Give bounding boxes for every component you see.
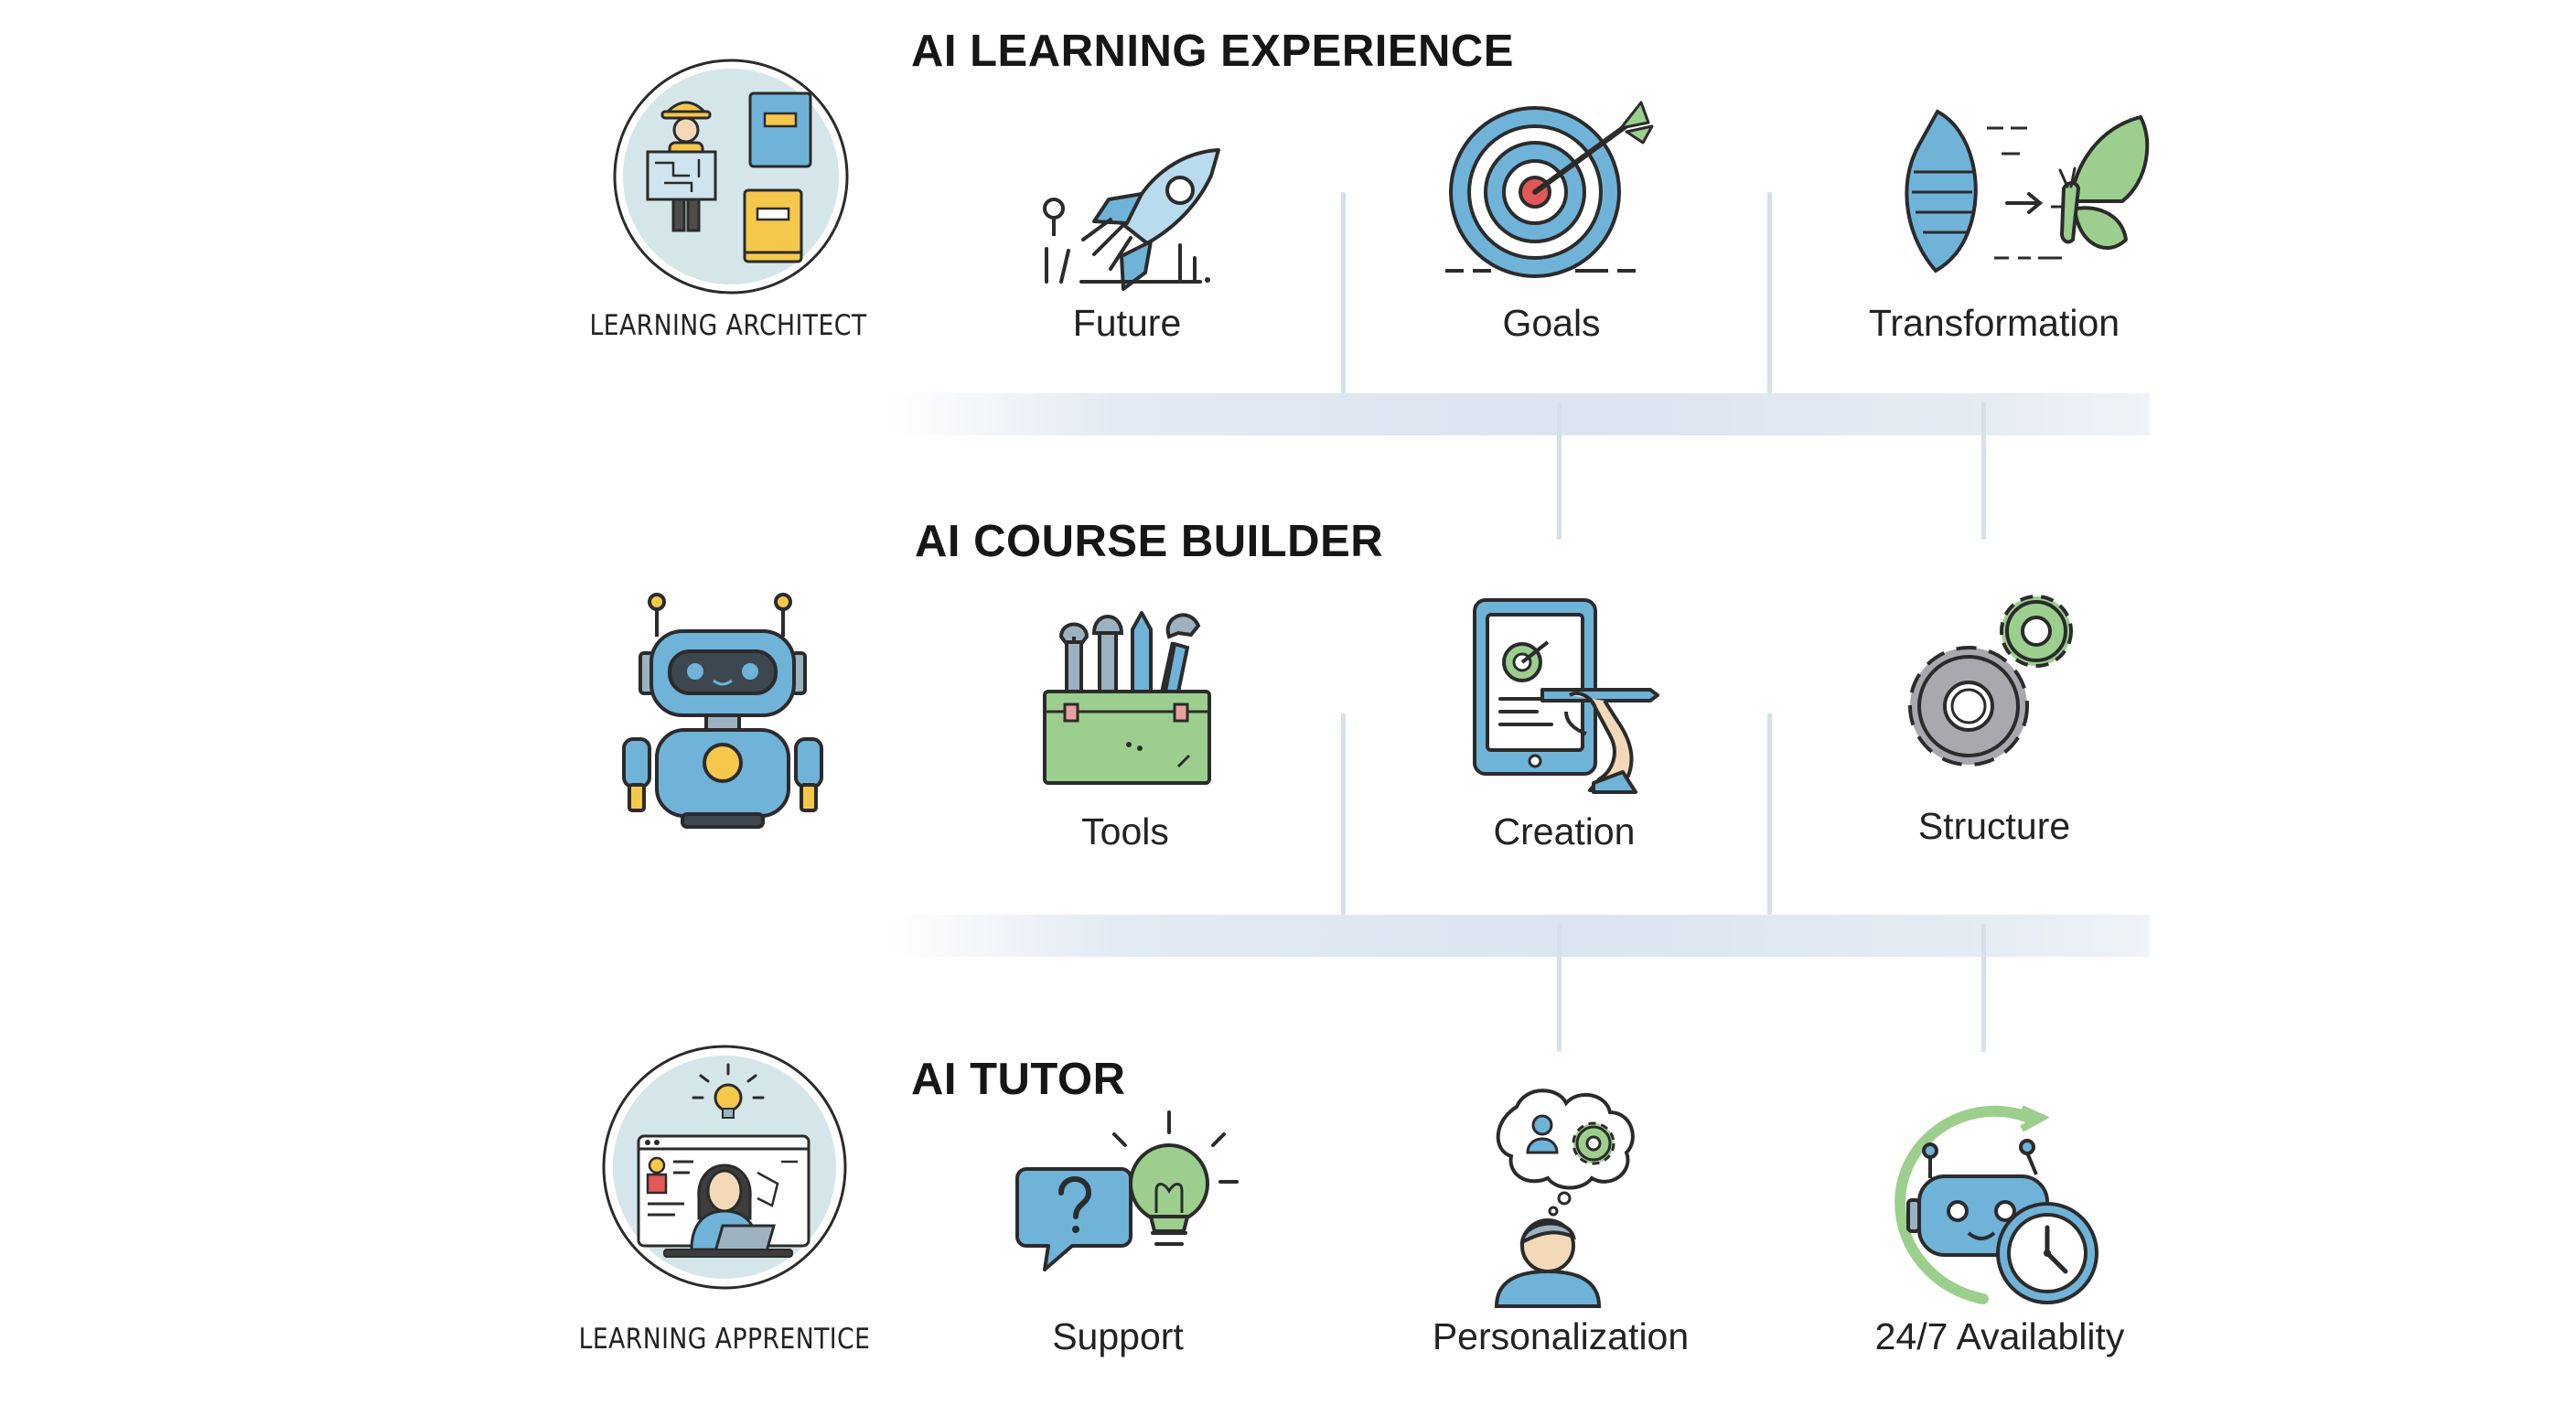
connector-line	[1981, 402, 1986, 540]
target-icon	[1445, 101, 1654, 278]
connector-band-2	[887, 915, 2150, 957]
tablet-pen-icon	[1473, 598, 1659, 794]
connector-line	[1981, 924, 1986, 1052]
architect-icon	[613, 59, 849, 295]
connector-band-1	[887, 393, 2150, 435]
divider-line	[1341, 713, 1346, 915]
item-label-personalization: Personalization	[1432, 1315, 1690, 1357]
butterfly-icon	[1905, 109, 2150, 273]
item-label-tools: Tools	[1081, 810, 1169, 853]
rocket-icon	[1043, 148, 1220, 291]
question-bulb-icon	[1015, 1110, 1239, 1271]
item-label-support: Support	[1052, 1315, 1184, 1357]
role-label-architect: LEARNING ARCHITECT	[589, 309, 867, 342]
item-label-goals: Goals	[1502, 302, 1601, 344]
divider-line	[1767, 713, 1772, 915]
robot-icon	[622, 593, 823, 829]
apprentice-icon	[602, 1045, 847, 1290]
item-label-structure: Structure	[1917, 805, 2071, 847]
robot-clock-icon	[1894, 1105, 2098, 1304]
section-title-course-builder: AI COURSE BUILDER	[915, 517, 1384, 566]
item-label-availability: 24/7 Availablity	[1874, 1315, 2125, 1357]
connector-line	[1557, 924, 1562, 1052]
item-label-transformation: Transformation	[1868, 302, 2120, 344]
role-label-apprentice: LEARNING APPRENTICE	[578, 1323, 871, 1356]
divider-line	[1767, 192, 1772, 393]
item-label-future: Future	[1072, 302, 1182, 344]
section-title-tutor: AI TUTOR	[911, 1055, 1126, 1104]
gears-icon	[1908, 595, 2073, 767]
connector-line	[1557, 402, 1562, 540]
item-label-creation: Creation	[1493, 810, 1636, 853]
toolbox-icon	[1043, 611, 1211, 785]
divider-line	[1341, 192, 1346, 393]
person-thought-icon	[1494, 1089, 1635, 1308]
section-title-learning-experience: AI LEARNING EXPERIENCE	[911, 27, 1514, 76]
